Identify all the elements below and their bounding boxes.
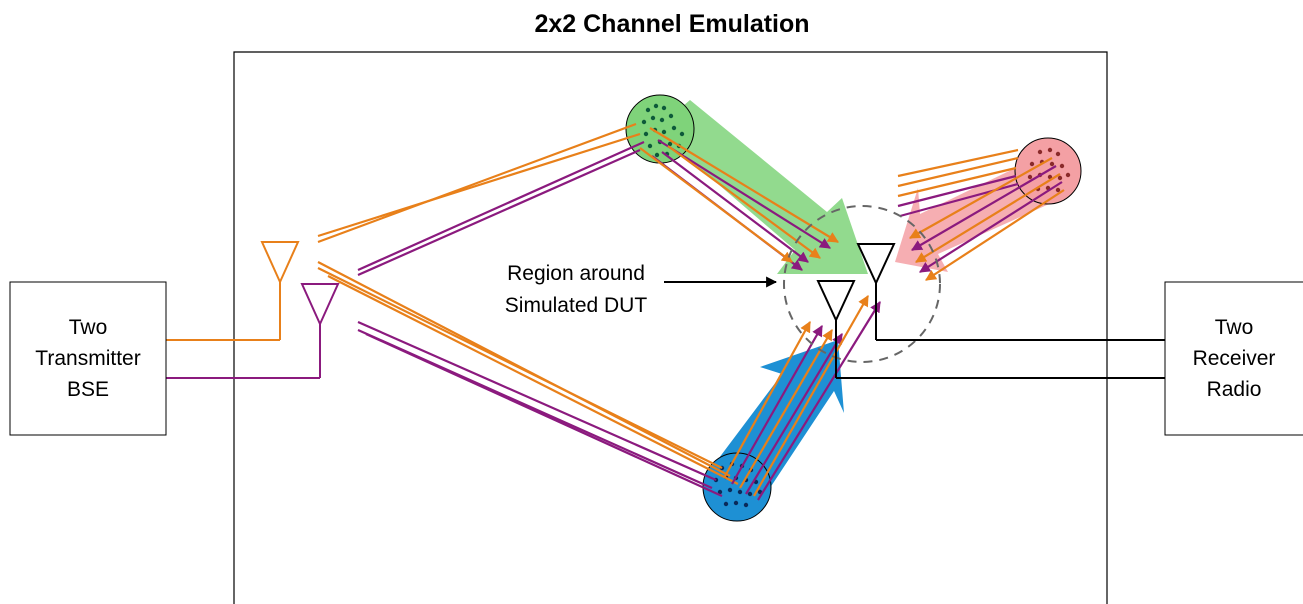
dut-label-line-2: Simulated DUT: [505, 294, 648, 317]
right-cluster-rays: [909, 157, 1065, 281]
diagram-title: 2x2 Channel Emulation: [534, 10, 809, 38]
transmitter-label-line-2: Transmitter: [35, 347, 140, 370]
rx-antenna-right: [856, 243, 896, 340]
transmitter-cables: [166, 339, 320, 379]
emulator-frame: [233, 51, 1108, 604]
cluster-top-arrow: [655, 100, 868, 274]
rx-antenna-left: [816, 280, 856, 378]
bottom-cluster-rays: [723, 295, 881, 501]
dut-region: [783, 205, 941, 363]
top-cluster-rays: [639, 127, 839, 271]
receiver-box: Two Receiver Radio: [1164, 281, 1303, 436]
tx-antenna-orange: [260, 241, 300, 340]
transmitter-label-line-3: BSE: [67, 378, 109, 401]
receiver-label-line-2: Receiver: [1193, 347, 1276, 370]
scatter-cluster-top: [625, 94, 695, 164]
receiver-label-line-1: Two: [1215, 316, 1254, 339]
transmitter-label-line-1: Two: [69, 316, 108, 339]
transmitter-box: Two Transmitter BSE: [9, 281, 167, 436]
dut-label-line-1: Region around: [507, 262, 645, 285]
receiver-label-line-3: Radio: [1207, 378, 1262, 401]
transmit-paths: [317, 122, 1019, 498]
tx-antenna-purple: [300, 283, 340, 378]
receiver-cables: [836, 339, 1165, 379]
